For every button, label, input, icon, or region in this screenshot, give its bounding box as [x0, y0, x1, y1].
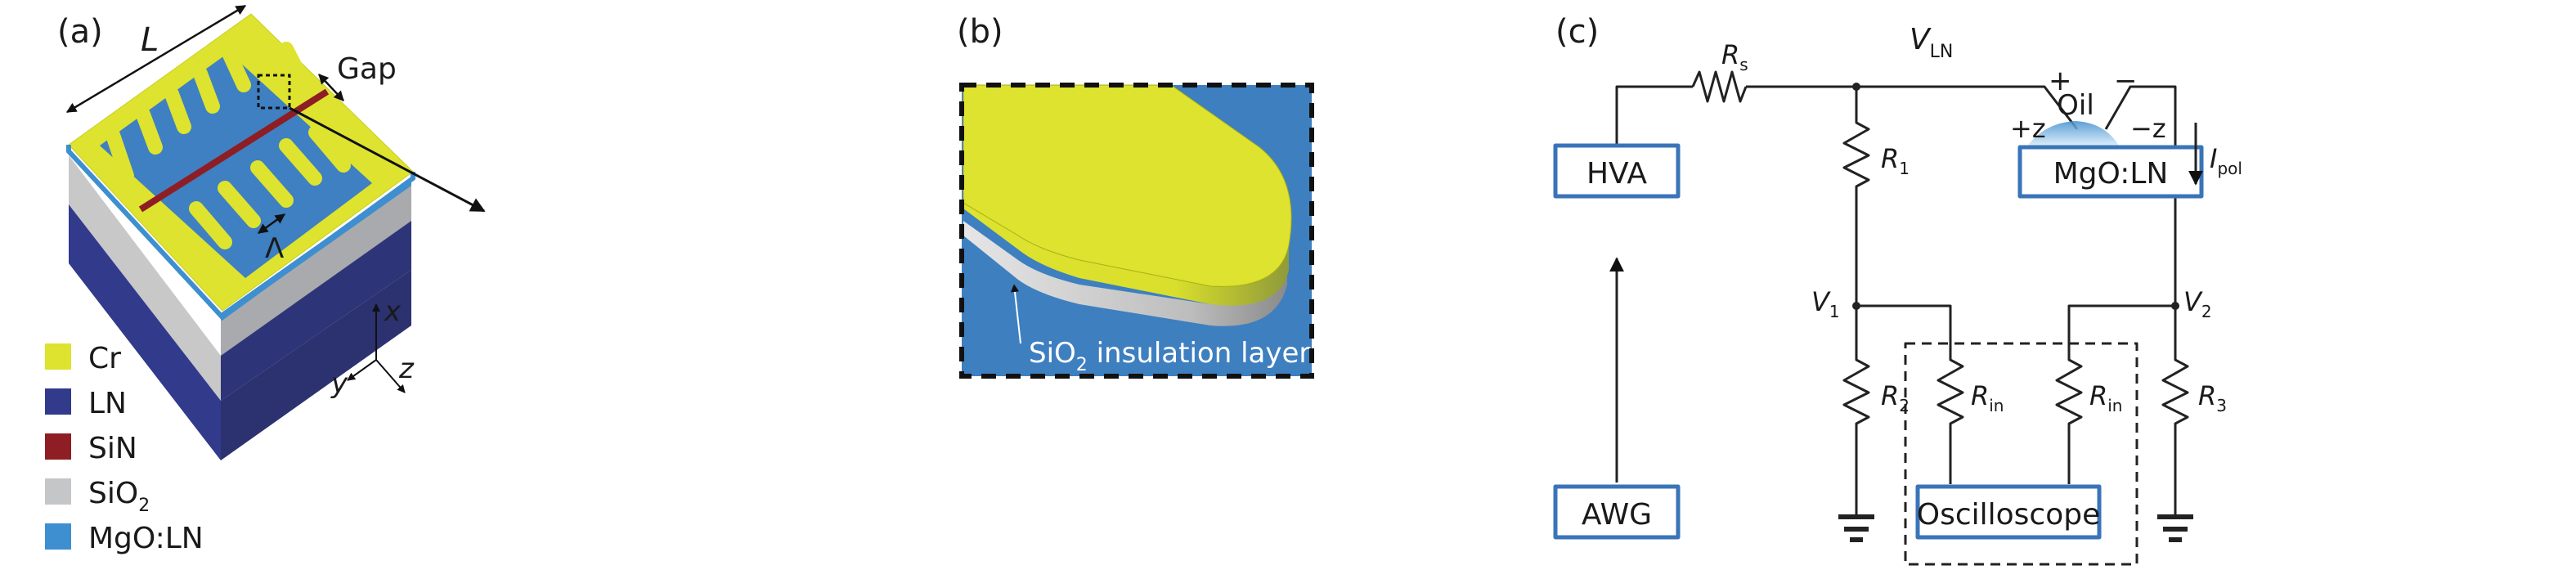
- finger: [105, 128, 134, 183]
- hva-label: HVA: [1586, 157, 1647, 191]
- finger: [336, 111, 375, 150]
- finger: [189, 201, 232, 249]
- device-block: [66, 13, 486, 460]
- resistor-r2-zigzag: [1842, 306, 1870, 515]
- sio2-layer: [963, 221, 1287, 326]
- ln-left-face: [69, 204, 221, 460]
- lower-fingers: [160, 111, 375, 272]
- panel-b: (b) SiO2 insulation layer: [957, 13, 1314, 379]
- resistor-rin-1-zigzag: [1856, 304, 1964, 484]
- legend-label: MgO:LN: [88, 522, 204, 555]
- sio2-front-face: [221, 186, 411, 356]
- y-axis-label: y: [330, 367, 348, 400]
- resistor-rs-zigzag: [1691, 70, 1748, 103]
- resistor-rin-2-zigzag: [2055, 304, 2175, 484]
- plus-terminal-label: +: [2049, 65, 2072, 97]
- minus-terminal-label: −: [2114, 65, 2138, 97]
- length-label: L: [141, 21, 159, 59]
- period-label: Λ: [265, 232, 284, 265]
- oil-label: Oil: [2057, 89, 2094, 122]
- insulation-annotation: SiO2 insulation layer: [1029, 337, 1310, 375]
- legend-swatch: [45, 343, 71, 370]
- awg-label: AWG: [1582, 498, 1652, 532]
- sample-label: MgO:LN: [2053, 157, 2169, 191]
- oscilloscope-label: Oscilloscope: [1917, 498, 2101, 532]
- cr-electrode-top: [963, 84, 1292, 287]
- ground-symbol-left: [1838, 514, 1874, 542]
- finger: [160, 226, 204, 272]
- panel-a-label: (a): [57, 13, 103, 51]
- gap-label: Gap: [337, 52, 397, 86]
- ipol-label: Ipol: [2210, 143, 2242, 178]
- legend-swatch: [45, 388, 71, 415]
- legend-swatch: [45, 523, 71, 550]
- z-axis-arrow: [375, 359, 406, 393]
- panel-a: (a): [45, 4, 486, 555]
- r1-label: R1: [1881, 143, 1910, 178]
- junction-node-v2: [2171, 302, 2179, 310]
- v2-label: V2: [2183, 286, 2212, 321]
- ln-front-face-top: [221, 221, 411, 401]
- minus-z-label: −z: [2130, 113, 2166, 144]
- panel-c: (c): [1553, 13, 2242, 566]
- period-dimension-arrow: [257, 213, 286, 235]
- resistor-r3-zigzag: [2161, 306, 2189, 515]
- rs-label: Rs: [1721, 39, 1748, 74]
- inset-dashed-border: [959, 83, 1314, 379]
- oil-droplet: [2026, 121, 2120, 147]
- finger: [279, 138, 322, 186]
- legend-label: Cr: [88, 342, 121, 375]
- ground-symbol-right: [2157, 514, 2193, 542]
- wire: [1746, 85, 2079, 130]
- oscilloscope-box: [1915, 484, 2102, 540]
- junction-node: [1852, 83, 1860, 91]
- insulation-pointer: [1011, 284, 1021, 344]
- y-axis-arrow: [347, 359, 377, 381]
- gap-dimension-arrow: [318, 74, 344, 101]
- plus-z-label: +z: [2010, 113, 2046, 144]
- finger: [218, 181, 261, 228]
- awg-box: [1553, 484, 1681, 540]
- circuit-wires: [1615, 70, 2189, 515]
- finger: [279, 42, 308, 85]
- r2-label: R2: [1881, 380, 1910, 415]
- rin-1-label: Rin: [1971, 380, 2004, 415]
- junction-node-v1: [1852, 302, 1860, 310]
- rin-2-label: Rin: [2089, 380, 2122, 415]
- resistor-r1-zigzag: [1842, 87, 1870, 306]
- hva-box: [1553, 143, 1681, 199]
- v1-label: V1: [1811, 286, 1840, 321]
- coordinate-axes: x y z: [330, 295, 415, 400]
- x-axis-label: x: [384, 295, 402, 328]
- legend-label: LN: [88, 387, 127, 420]
- ln-front-face: [221, 270, 411, 460]
- finger: [308, 125, 351, 173]
- finger: [253, 42, 282, 85]
- sio2-left-face: [69, 155, 221, 401]
- finger: [250, 160, 294, 208]
- panel-c-label: (c): [1555, 13, 1599, 51]
- length-dimension-arrow: [65, 4, 247, 114]
- wire: [1615, 85, 1693, 147]
- oscilloscope-enclosure: [1904, 342, 2138, 566]
- finger: [136, 107, 163, 155]
- vln-label: VLN: [1910, 23, 1953, 62]
- zoom-pointer-arrow: [289, 106, 486, 213]
- legend-label: SiO2: [88, 477, 150, 516]
- legend-label: SiN: [88, 432, 137, 465]
- cr-side-wall: [963, 203, 1289, 306]
- panel-b-label: (b): [957, 13, 1003, 51]
- zoom-region-box: [257, 74, 291, 110]
- r3-label: R3: [2198, 380, 2227, 415]
- legend-swatch: [45, 478, 71, 505]
- z-axis-label: z: [398, 352, 415, 385]
- mgoln-rim: [66, 145, 415, 321]
- legend-swatch: [45, 433, 71, 460]
